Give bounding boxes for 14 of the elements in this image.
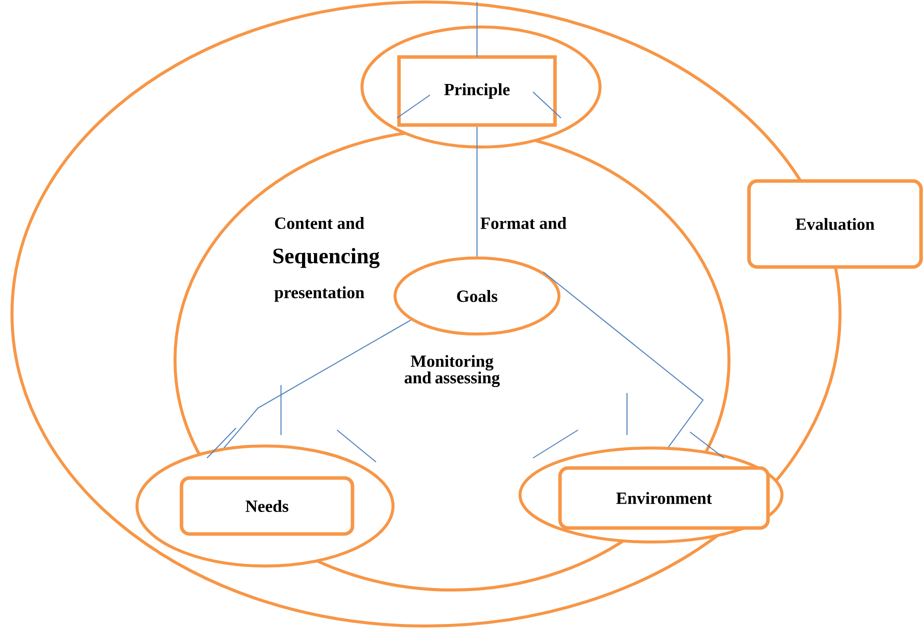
connector-line [224, 320, 412, 448]
label-box: Needs [180, 476, 354, 536]
label-box: Evaluation [747, 179, 923, 269]
ellipse [360, 26, 602, 148]
label-text: Monitoring and assessing [404, 354, 500, 388]
label-box: Environment [558, 466, 770, 530]
label-text: Sequencing [273, 248, 380, 268]
label-text: Content and [275, 217, 364, 229]
label-text: presentation [274, 286, 364, 302]
label-text: Format and [480, 217, 566, 229]
ellipse [136, 444, 394, 568]
label-box: Principle [397, 55, 557, 127]
connector-line [476, 126, 478, 257]
connector-line [542, 271, 704, 448]
